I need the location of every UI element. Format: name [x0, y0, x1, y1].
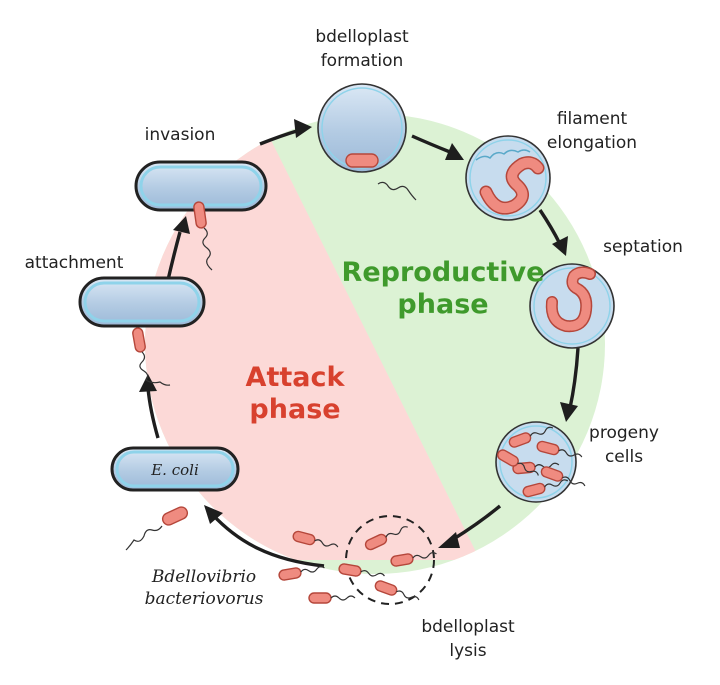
degraded-prey-material [475, 149, 531, 161]
internal-bdellovibrio [345, 153, 379, 168]
invading-bdellovibrio [193, 201, 207, 229]
bdellovibrio-cell [278, 567, 302, 581]
bdelloplast-lysis [278, 515, 437, 605]
attachment-prey-cell [78, 276, 206, 328]
flagellum [139, 351, 171, 386]
bdelloplast-formation-cell [317, 83, 417, 201]
progeny-cells-bdelloplast [495, 421, 586, 503]
flagellum [562, 476, 586, 487]
arrowhead [445, 143, 464, 160]
arrowhead [204, 505, 223, 524]
label-septation: septation [603, 237, 683, 257]
label-filament-elongation-line-1: filament [557, 109, 628, 129]
arrowhead [560, 402, 578, 422]
ecoli-cell-body [110, 446, 240, 492]
septation-cell [529, 263, 615, 349]
lysed-bdelloplast-outline [345, 515, 435, 605]
shed-flagellum [377, 181, 417, 201]
label-bdelloplast-formation-line-1: bdelloplast [315, 27, 409, 47]
free-swimming-bdellovibrio [161, 506, 189, 526]
label-bdelloplast-lysis-line-2: lysis [449, 641, 486, 661]
label-bdelloplast-formation-line-2: formation [321, 51, 404, 71]
flagellum [385, 526, 408, 538]
arrowhead [438, 532, 460, 548]
flagellum [517, 462, 539, 476]
attack-phase-label-line-1: Attack [246, 362, 346, 393]
flagellum [330, 595, 356, 601]
elongation-membrane [469, 139, 547, 217]
progeny-membrane [499, 425, 573, 499]
cycle-arc-prey-to-attachment [146, 387, 160, 439]
flagellum [202, 227, 213, 271]
cycle-arc-lysis-to-free-living [210, 512, 325, 568]
bdelloplast-sphere [317, 83, 407, 173]
arrowhead [173, 216, 190, 234]
label-bdelloplast-lysis-line-1: bdelloplast [421, 617, 515, 637]
flagellum [300, 565, 325, 573]
flagellum [529, 426, 554, 437]
invasion-cell [134, 160, 268, 271]
cycle-arc-formation-to-elongation [411, 134, 451, 154]
reproductive-phase-label-line-2: phase [397, 289, 488, 320]
growing-filament [481, 157, 543, 214]
filament-elongation-cell [465, 135, 551, 221]
label-invasion: invasion [145, 125, 216, 145]
flagellum [314, 539, 339, 548]
label-predator-line-2: bacteriovorus [145, 589, 264, 609]
septation-bdelloplast [529, 263, 615, 349]
flagellum [412, 551, 437, 559]
attack-phase-region [145, 114, 480, 560]
label-progeny-cells-line-1: progeny [589, 423, 659, 443]
attachment-cell-membrane [83, 281, 201, 323]
label-progeny-cells-line-2: cells [605, 447, 643, 467]
ecoli-label: E. coli [150, 461, 199, 479]
cycle-arc-septation-to-progeny [568, 347, 580, 409]
septated-filament [547, 267, 595, 331]
attachment-cell [78, 276, 206, 386]
ecoli-cell: E. coli [110, 446, 240, 492]
cycle-arc-attachment-to-invasion [166, 231, 182, 281]
flagellum [396, 590, 420, 601]
flagellum [558, 449, 583, 458]
bdellovibrio-cell [374, 580, 398, 596]
reproductive-phase-label-line-1: Reproductive [342, 257, 545, 288]
label-attachment: attachment [25, 253, 124, 273]
arrowhead [139, 374, 157, 392]
arrowhead [294, 119, 312, 138]
attaching-bdellovibrio [132, 327, 146, 353]
free-bdellovibrio [125, 506, 189, 551]
ecoli-cell-membrane [115, 450, 235, 488]
attack-phase-label-line-2: phase [249, 394, 340, 425]
label-predator-line-1: Bdellovibrio [151, 567, 256, 587]
flagellum [544, 479, 569, 488]
bdellovibrio-cell [308, 592, 332, 604]
cycle-arrows [139, 119, 580, 568]
progeny-bacteria [497, 426, 586, 498]
septation-membrane [533, 267, 611, 345]
flagellum [125, 525, 163, 551]
bdelloplast-membrane [321, 87, 403, 169]
released-bacteria [278, 526, 437, 604]
label-filament-elongation-line-2: elongation [547, 133, 637, 153]
flagellum [360, 569, 385, 577]
arrowhead [552, 236, 568, 256]
